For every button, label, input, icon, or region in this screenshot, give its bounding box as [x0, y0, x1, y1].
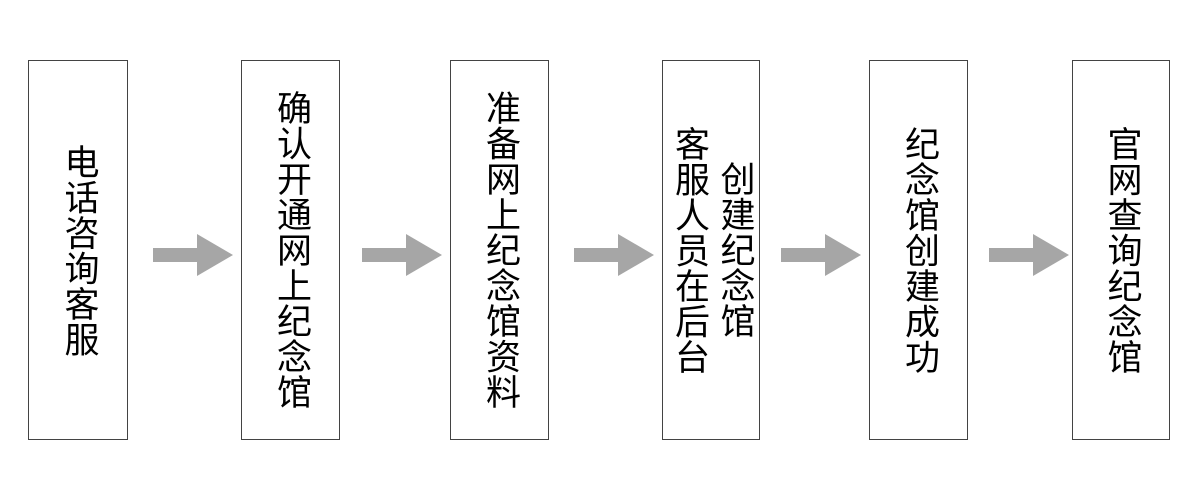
process-node-6[interactable]: 官网查询纪念馆	[1072, 60, 1170, 440]
node-4-text-column-2: 创建纪念馆	[714, 161, 755, 339]
node-2-text-column-1: 确认开通网上纪念馆	[270, 90, 311, 410]
connector-arrow-5	[989, 232, 1069, 278]
connector-arrow-3	[574, 232, 654, 278]
arrow-right-icon	[362, 234, 442, 276]
node-5-text-column-1: 纪念馆创建成功	[898, 125, 939, 375]
process-node-1[interactable]: 电话咨询客服	[28, 60, 128, 440]
connector-arrow-1	[153, 232, 233, 278]
process-node-3[interactable]: 准备网上纪念馆资料	[450, 60, 549, 440]
arrow-right-icon	[781, 234, 861, 276]
process-node-2[interactable]: 确认开通网上纪念馆	[241, 60, 340, 440]
process-node-5[interactable]: 纪念馆创建成功	[869, 60, 968, 440]
node-3-text-column-1: 准备网上纪念馆资料	[479, 90, 520, 410]
node-6-text-column-1: 官网查询纪念馆	[1101, 125, 1142, 375]
connector-arrow-4	[781, 232, 861, 278]
connector-arrow-2	[362, 232, 442, 278]
arrow-right-icon	[153, 234, 233, 276]
node-1-text-column-1: 电话咨询客服	[58, 143, 99, 357]
process-node-4[interactable]: 创建纪念馆 客服人员在后台	[662, 60, 760, 440]
arrow-right-icon	[574, 234, 654, 276]
arrow-right-icon	[989, 234, 1069, 276]
node-4-text-column-1: 客服人员在后台	[669, 125, 709, 375]
